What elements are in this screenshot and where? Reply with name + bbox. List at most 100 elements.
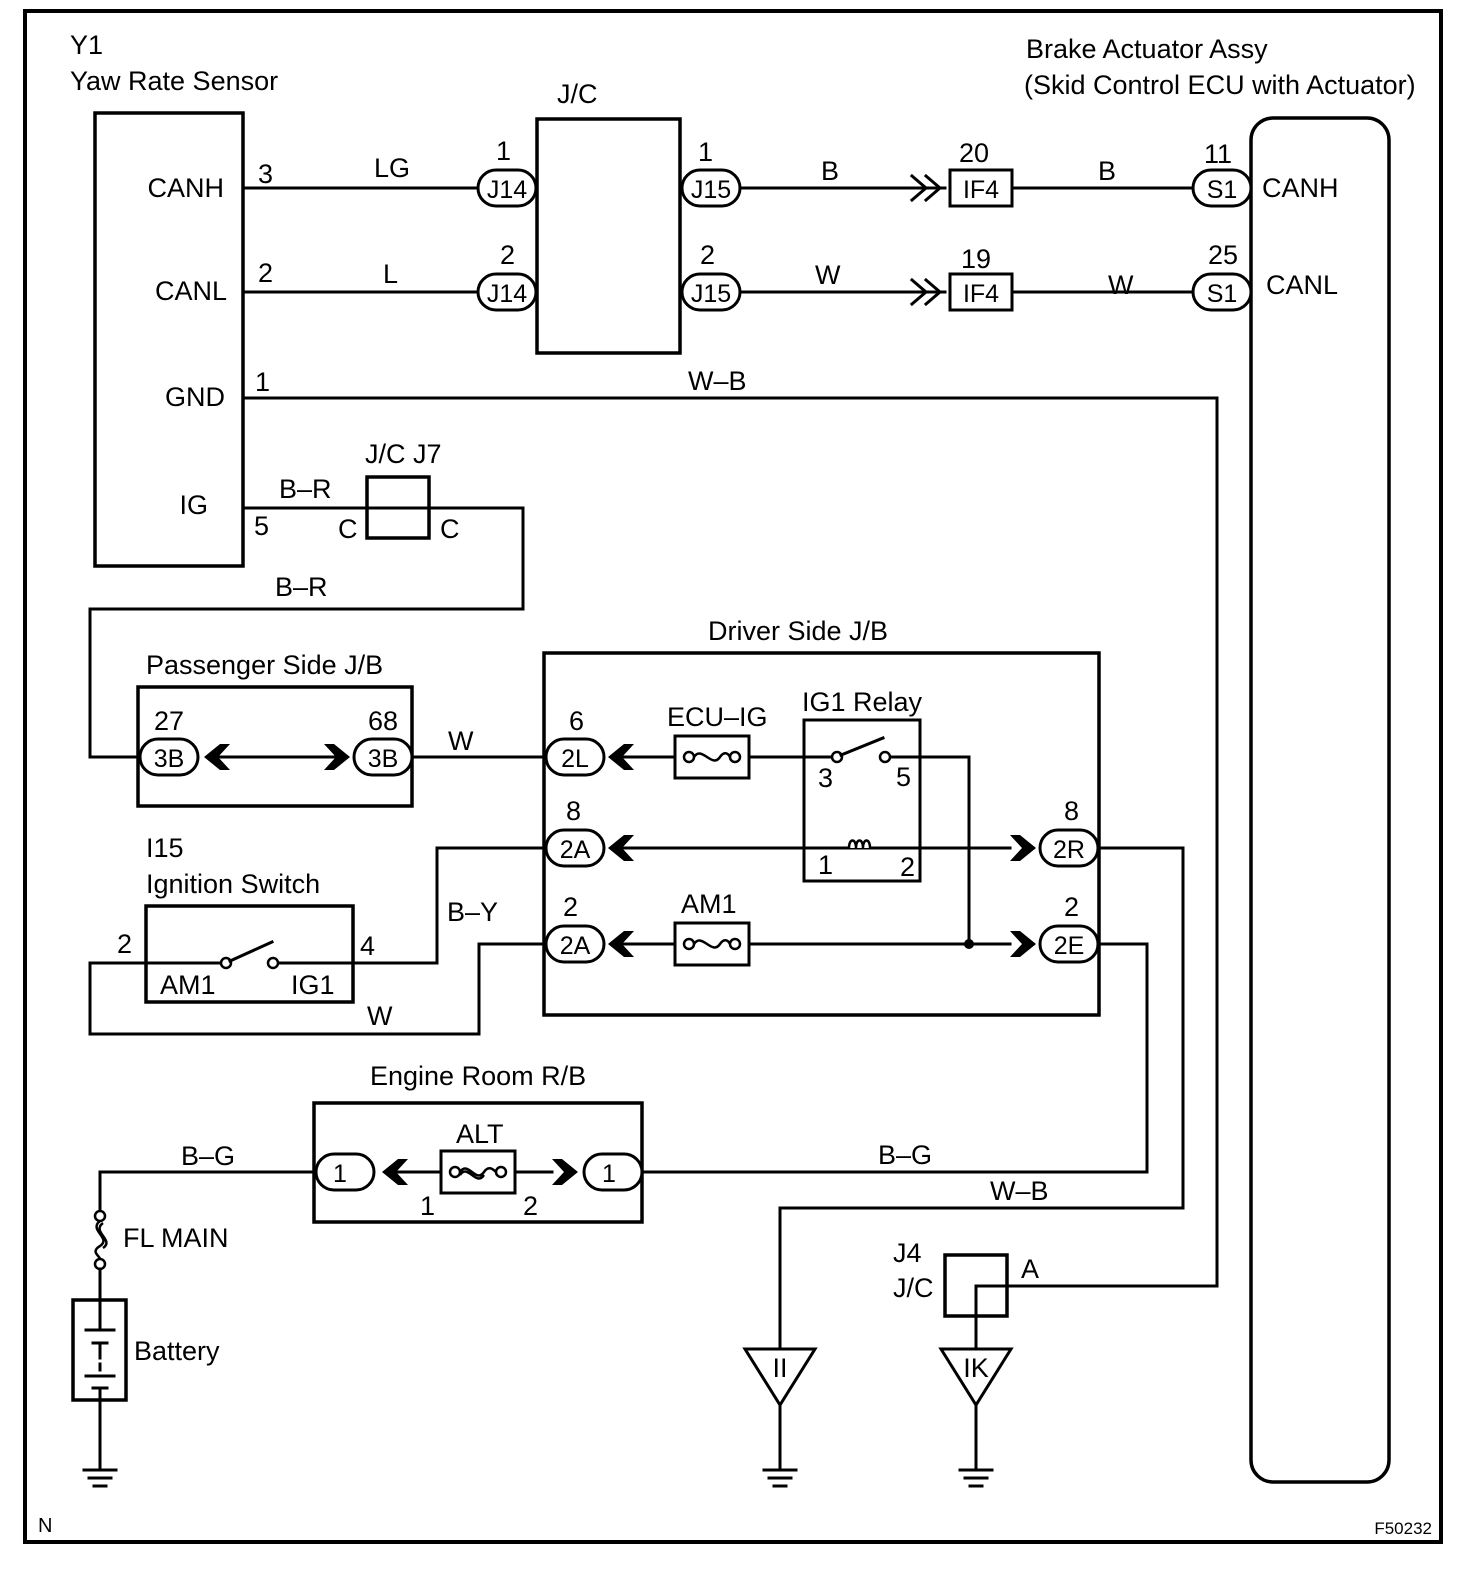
wire-label-wb-gnd: W–B — [688, 366, 747, 396]
jc-j7-name: J/C J7 — [365, 439, 442, 469]
ign-contact-ig1 — [266, 956, 280, 970]
j14-pin-bottom: 2 — [500, 240, 515, 270]
passenger-jb-name: Passenger Side J/B — [146, 650, 383, 680]
connector-rb-left-label: 1 — [333, 1160, 347, 1188]
relay-contact-5 — [878, 750, 892, 764]
wire-gnd — [241, 396, 1219, 1288]
wire-label-w-mid: W — [815, 260, 841, 290]
connector-2a-bottom-label: 2A — [560, 932, 591, 960]
arrow-2r — [1010, 835, 1036, 861]
wire-label-l: L — [383, 259, 398, 289]
fl-main-link-icon — [94, 1220, 108, 1260]
s1-pin-canl: 25 — [1208, 240, 1238, 270]
ground-ii-label: II — [772, 1353, 787, 1383]
driver-jb-name: Driver Side J/B — [708, 616, 888, 646]
connector-2e-label: 2E — [1054, 932, 1085, 960]
connector-if4-top-label: IF4 — [963, 176, 999, 204]
ign-pin-left: 2 — [117, 929, 132, 959]
if4-pin-top: 20 — [959, 138, 989, 168]
wire-label-w-pass: W — [448, 726, 474, 756]
connector-j14-top-label: J14 — [487, 176, 527, 204]
wire-ign-to-2a — [351, 846, 548, 965]
fuse-am1 — [673, 921, 751, 967]
wire-label-bg-right: B–G — [878, 1140, 932, 1170]
j4-id: J4 — [893, 1238, 922, 1268]
passenger-jb-box — [136, 685, 414, 808]
relay-pin-1: 1 — [818, 850, 833, 880]
2r-pin: 8 — [1064, 796, 1079, 826]
j15-pin-top: 1 — [698, 137, 713, 167]
if4-pin-bottom: 19 — [961, 244, 991, 274]
2a-pin-top: 8 — [566, 796, 581, 826]
connector-s1-top — [1191, 168, 1253, 208]
ground-symbol-ik — [958, 1468, 994, 1488]
connector-2a-top-label: 2A — [560, 836, 591, 864]
fuse-am1-label: AM1 — [681, 889, 737, 919]
diagram-frame — [23, 9, 1443, 1544]
wire-label-wb-ground: W–B — [990, 1176, 1049, 1206]
ignition-switch-name: Ignition Switch — [146, 869, 320, 899]
jc-j7-pin-left: C — [338, 514, 358, 544]
chevron-if4-bottom — [909, 277, 943, 307]
fl-main-top-pin — [93, 1209, 107, 1223]
driver-jb-box — [542, 651, 1101, 1017]
yaw-sensor-name: Yaw Rate Sensor — [70, 66, 278, 96]
relay-name: IG1 Relay — [802, 687, 923, 717]
corner-mark: N — [38, 1515, 52, 1537]
junction-node — [964, 939, 974, 949]
connector-if4-bottom-label: IF4 — [963, 280, 999, 308]
ground-ii-triangle — [742, 1347, 818, 1408]
fuse-alt-pin-left — [448, 1165, 462, 1179]
s1-pin-canh: 11 — [1204, 139, 1232, 169]
relay-switch-arm — [839, 736, 885, 757]
wire-label-b-mid: B — [821, 156, 839, 186]
j14-pin-top: 1 — [496, 136, 511, 166]
2e-pin: 2 — [1064, 892, 1079, 922]
brake-actuator-box — [1249, 116, 1391, 1484]
connector-rb-right-label: 1 — [602, 1160, 616, 1188]
connector-s1-bottom-label: S1 — [1207, 280, 1238, 308]
ground-symbol-battery — [82, 1468, 118, 1488]
fuse-alt-num-right: 2 — [523, 1191, 538, 1221]
yaw-num-canh: 3 — [258, 159, 273, 189]
relay-pin-3: 3 — [818, 763, 833, 793]
wire-bg-left — [98, 1170, 318, 1214]
connector-s1-bottom — [1191, 272, 1253, 312]
relay-pin-5: 5 — [896, 762, 911, 792]
wire-label-w-right: W — [1108, 270, 1134, 300]
ign-switch-arm — [228, 940, 274, 963]
wire-label-b-right: B — [1098, 156, 1116, 186]
2l-pin: 6 — [569, 706, 584, 736]
connector-j14-bottom — [476, 272, 538, 312]
relay-pin-2: 2 — [900, 852, 915, 882]
connector-3b-right-label: 3B — [368, 745, 399, 773]
yaw-pin-canh: CANH — [147, 173, 224, 203]
wire-label-bg-left: B–G — [181, 1141, 235, 1171]
connector-rb-right — [582, 1152, 644, 1192]
ground-ik-label: IK — [963, 1353, 989, 1383]
yaw-sensor-box — [93, 111, 245, 568]
ignition-switch-box — [144, 904, 355, 1004]
fl-main-label: FL MAIN — [123, 1223, 229, 1253]
relay-contact-3 — [830, 750, 844, 764]
fuse-alt-label: ALT — [456, 1119, 504, 1149]
wire-label-lg: LG — [374, 153, 410, 183]
yaw-num-ig: 5 — [254, 511, 269, 541]
chevron-if4-top — [909, 173, 943, 203]
connector-j14-bottom-label: J14 — [487, 280, 527, 308]
ign-pin-right: 4 — [360, 931, 375, 961]
connector-3b-left-label: 3B — [154, 745, 185, 773]
connector-3b-left — [138, 737, 200, 777]
yaw-sensor-id: Y1 — [70, 30, 103, 60]
wire-ign-loop — [88, 942, 548, 1036]
yaw-num-gnd: 1 — [255, 367, 270, 397]
j15-pin-bottom: 2 — [700, 240, 715, 270]
yaw-pin-canl: CANL — [155, 276, 227, 306]
fuse-alt-element — [458, 1167, 497, 1180]
relay-coil-icon — [847, 839, 872, 849]
wire-label-by: B–Y — [447, 897, 498, 927]
wire-label-br-loop: B–R — [275, 572, 328, 602]
wire-2r-to-ground — [778, 846, 1185, 1352]
arrow-2e — [1010, 931, 1036, 957]
